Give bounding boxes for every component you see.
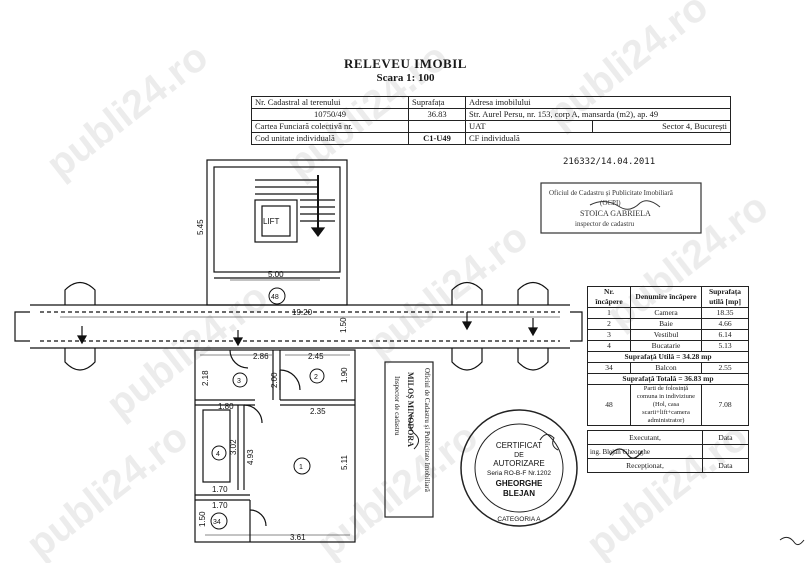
dim-3-02: 3.02 — [229, 439, 238, 455]
table-row: 4 Bucatarie 5.13 — [587, 340, 749, 352]
vertical-stamp: Oficiul de Cadastru și Publicitate Imobi… — [384, 361, 434, 518]
table-row: Executant, Data — [587, 430, 749, 445]
room-marker-2 — [309, 368, 325, 384]
table-row: 48 Parti de folosință comuna in indivizi… — [587, 384, 749, 426]
dim-5-45: 5.45 — [196, 219, 205, 235]
corner-mark — [779, 536, 805, 546]
table-row: 3 Vestibul 6.14 — [587, 329, 749, 341]
room-marker-34 — [210, 512, 228, 530]
watermark: publi24.ro — [98, 275, 276, 427]
room-marker-4 — [211, 445, 227, 461]
dim-1-90: 1.90 — [340, 367, 349, 383]
room-34-label: 34 — [213, 519, 221, 526]
dim-2-45: 2.45 — [308, 352, 324, 361]
dim-2-18: 2.18 — [201, 370, 210, 386]
dim-2-00: 2.00 — [270, 372, 279, 388]
dim-4-93: 4.93 — [246, 449, 255, 465]
total-area: Suprafață Totală = 36.83 mp — [587, 373, 749, 385]
svg-text:MILOȘ MINODORA: MILOȘ MINODORA — [406, 372, 415, 447]
svg-text:Oficiul de Cadastru și Publici: Oficiul de Cadastru și Publicitate Imobi… — [423, 368, 431, 493]
table-row: Suprafață Utilă = 34.28 mp — [587, 351, 749, 363]
room-2-label: 2 — [314, 374, 318, 381]
document-title: RELEVEU IMOBIL — [344, 56, 467, 71]
dim-1-80: 1.80 — [218, 402, 234, 411]
room-4-label: 4 — [216, 451, 220, 458]
dim-1-70-a: 1.70 — [212, 485, 228, 494]
room-48-label: 48 — [271, 294, 279, 301]
total-util: Suprafață Utilă = 34.28 mp — [587, 351, 749, 363]
registration-number: 216332/14.04.2011 — [563, 157, 656, 167]
table-row: 2 Baie 4.66 — [587, 318, 749, 330]
dim-1-50-a: 1.50 — [339, 317, 348, 333]
dim-19-20: 19.20 — [292, 308, 313, 317]
svg-text:DE: DE — [514, 452, 524, 459]
room-3-label: 3 — [237, 378, 241, 385]
watermark: publi24.ro — [18, 415, 196, 563]
table-row: 34 Balcon 2.55 — [587, 362, 749, 374]
room-1-label: 1 — [299, 464, 303, 471]
oficiu-stamp: Oficiul de Cadastru și Publicitate Imobi… — [540, 182, 702, 234]
dim-3-61: 3.61 — [290, 533, 306, 542]
dim-2-35: 2.35 — [310, 407, 326, 416]
svg-text:GHEORGHE: GHEORGHE — [496, 479, 543, 488]
certificate-seal: CERTIFICAT DE AUTORIZARE Seria RO-B-F Nr… — [460, 409, 578, 527]
table-row: Suprafață Totală = 36.83 mp — [587, 373, 749, 385]
execution-block: Executant, Data ing. Blejan Gheorghe Rec… — [587, 430, 749, 473]
lift-label: LIFT — [263, 217, 280, 226]
stair-lift-block — [206, 159, 348, 306]
watermark: publi24.ro — [358, 215, 536, 367]
table-row: Cod unitate individuală C1-U49 CF indivi… — [251, 132, 731, 145]
table-row: 1 Camera 18.35 — [587, 307, 749, 319]
dim-5-00: 5.00 — [268, 270, 284, 279]
svg-text:AUTORIZARE: AUTORIZARE — [493, 459, 544, 468]
room-marker-3 — [232, 372, 248, 388]
watermark: publi24.ro — [308, 415, 486, 563]
lift-cabin — [254, 199, 298, 243]
room-marker-1 — [293, 457, 311, 475]
svg-text:BLEJAN: BLEJAN — [503, 489, 535, 498]
table-row: Cartea Funciară colectivă nr. UAT Sector… — [251, 120, 731, 133]
dim-5-11: 5.11 — [340, 454, 349, 470]
dim-1-50-b: 1.50 — [198, 511, 207, 527]
svg-text:STOICA GABRIELA: STOICA GABRIELA — [580, 209, 651, 218]
dim-1-70-b: 1.70 — [212, 501, 228, 510]
cadastral-table: Nr. Cadastral al terenului Suprafața Adr… — [251, 96, 731, 145]
svg-text:inspector de cadastru: inspector de cadastru — [575, 220, 635, 228]
rooms-table: Nr. încăpere Denumire încăpere Suprafața… — [587, 286, 749, 426]
table-row: 10750/49 36.83 Str. Aurel Persu, nr. 153… — [251, 108, 731, 121]
document-scale: Scara 1: 100 — [376, 72, 435, 84]
apartment-outline — [194, 349, 356, 543]
svg-text:CATEGORIA A: CATEGORIA A — [497, 516, 541, 523]
svg-text:CERTIFICAT: CERTIFICAT — [496, 441, 542, 450]
svg-text:Seria RO-B-F Nr.1202: Seria RO-B-F Nr.1202 — [487, 470, 551, 477]
room-marker-48 — [268, 287, 286, 305]
table-row: Nr. Cadastral al terenului Suprafața Adr… — [251, 96, 731, 109]
svg-text:Oficiul de Cadastru și Publici: Oficiul de Cadastru și Publicitate Imobi… — [549, 189, 674, 197]
svg-text:Inspector de cadastru: Inspector de cadastru — [393, 376, 401, 436]
dim-2-86: 2.86 — [253, 352, 269, 361]
table-row: Recepționat, Data — [587, 458, 749, 473]
table-row: ing. Blejan Gheorghe — [587, 444, 749, 459]
table-header-row: Nr. încăpere Denumire încăpere Suprafața… — [587, 286, 749, 308]
